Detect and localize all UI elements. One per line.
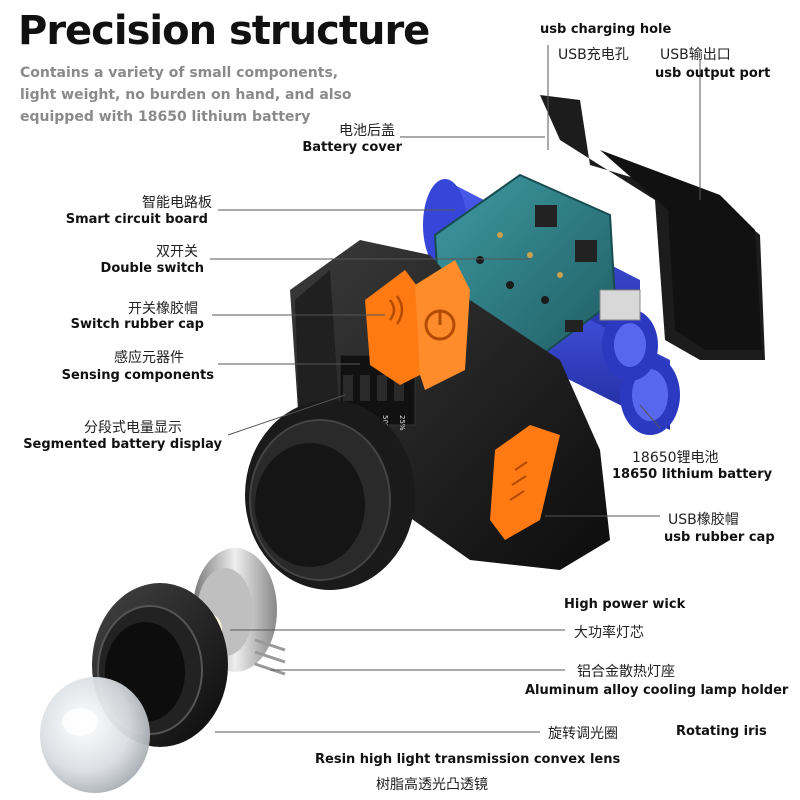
front-barrel <box>245 400 415 590</box>
label-usb-charging-hole-en: usb charging hole <box>540 22 672 37</box>
usb-rubber-cap <box>490 425 560 540</box>
label-sensing-components-cn: 感应元器件 <box>114 350 184 366</box>
label-rotating-iris-en: Rotating iris <box>676 724 767 739</box>
label-usb-output-port-en: usb output port <box>655 66 771 81</box>
battery-segment <box>360 375 370 401</box>
switch-component <box>535 205 557 227</box>
label-high-power-wick-en: High power wick <box>564 597 686 612</box>
label-usb-rubber-cap-en: usb rubber cap <box>664 530 775 545</box>
label-lithium-battery-en: 18650 lithium battery <box>612 467 773 482</box>
sensor-wave-icon <box>388 295 404 325</box>
label-sensing-components-en: Sensing components <box>61 368 214 383</box>
label-convex-lens-cn: 树脂高透光凸透镜 <box>376 777 488 793</box>
label-smart-circuit-board-cn: 智能电路板 <box>142 195 212 211</box>
subtitle-line: light weight, no burden on hand, and als… <box>20 87 352 103</box>
label-aluminum-holder-cn: 铝合金散热灯座 <box>577 664 675 680</box>
convex-lens <box>40 677 150 793</box>
battery-segment-label: 25% <box>398 415 406 431</box>
switch-rubber-cap <box>365 260 470 390</box>
subtitle-line: Contains a variety of small components, <box>20 65 339 81</box>
label-battery-cover-en: Battery cover <box>302 140 402 155</box>
label-lithium-battery-cn: 18650锂电池 <box>632 450 719 466</box>
label-smart-circuit-board-en: Smart circuit board <box>65 212 208 227</box>
label-segmented-battery-display-cn: 分段式电量显示 <box>84 420 182 436</box>
battery-segment <box>377 375 387 401</box>
label-switch-rubber-cap-en: Switch rubber cap <box>70 317 204 332</box>
page-title: Precision structure <box>18 8 430 54</box>
label-convex-lens-en: Resin high light transmission convex len… <box>315 752 621 767</box>
battery-segment <box>343 375 353 401</box>
label-usb-rubber-cap-cn: USB橡胶帽 <box>668 512 739 528</box>
switch-component <box>575 240 597 262</box>
usb-port-component <box>599 289 641 321</box>
label-double-switch-en: Double switch <box>100 261 204 276</box>
label-aluminum-holder-en: Aluminum alloy cooling lamp holder <box>525 683 789 698</box>
page-subtitle: Contains a variety of small components, … <box>20 62 380 128</box>
label-rotating-iris-cn: 旋转调光圈 <box>548 726 618 742</box>
leader-lines <box>210 45 701 733</box>
label-usb-charging-hole-cn: USB充电孔 <box>558 47 629 63</box>
battery-cover <box>540 95 765 360</box>
label-switch-rubber-cap-cn: 开关橡胶帽 <box>128 301 198 317</box>
subtitle-line: equipped with 18650 lithium battery <box>20 109 311 125</box>
label-high-power-wick-cn: 大功率灯芯 <box>574 625 644 641</box>
label-segmented-battery-display-en: Segmented battery display <box>23 437 222 452</box>
label-usb-output-port-cn: USB输出口 <box>660 47 731 63</box>
label-battery-cover-cn: 电池后盖 <box>339 123 395 139</box>
battery-segment <box>394 375 404 401</box>
label-double-switch-cn: 双开关 <box>156 244 198 260</box>
